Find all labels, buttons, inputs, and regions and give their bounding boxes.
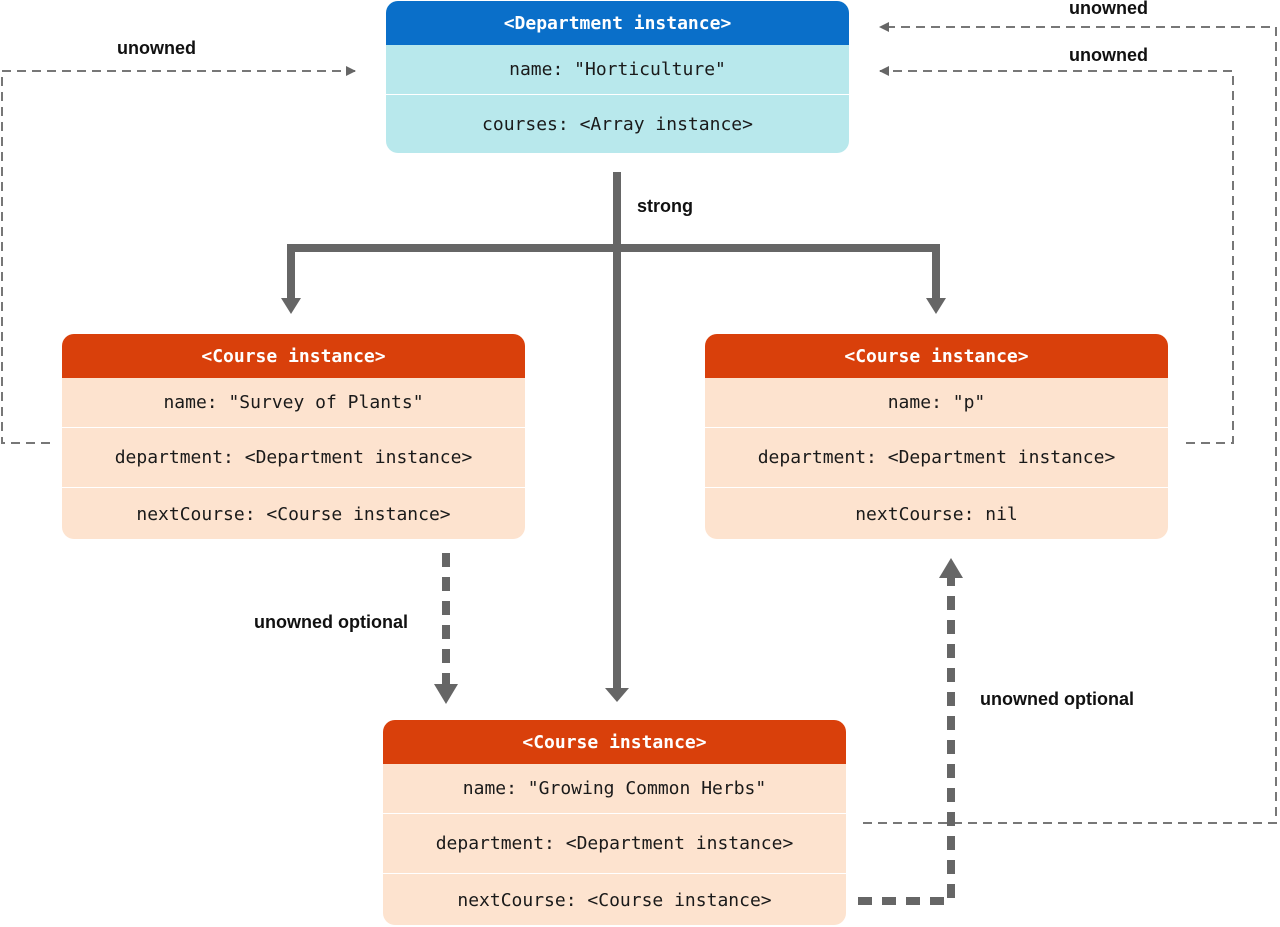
course-instance-box-herbs: <Course instance> name: "Growing Common … [383, 720, 846, 925]
unowned-arrows [1, 22, 1277, 824]
unowned-optional-label-left: unowned optional [254, 612, 408, 632]
course-header: <Course instance> [705, 334, 1168, 378]
department-name-field: name: "Horticulture" [509, 59, 726, 80]
strong-label: strong [637, 196, 693, 216]
department-courses-field: courses: <Array instance> [386, 94, 849, 153]
course-name-field: name: "Survey of Plants" [163, 392, 424, 413]
course-department-field: department: <Department instance> [705, 427, 1168, 487]
course-next-course-field: nextCourse: nil [705, 487, 1168, 539]
course-instance-box-survey: <Course instance> name: "Survey of Plant… [62, 334, 525, 539]
unowned-optional-arrows [442, 553, 955, 905]
course-header: <Course instance> [62, 334, 525, 378]
course-header: <Course instance> [383, 720, 846, 764]
strong-arrowheads [281, 298, 946, 702]
unowned-label-right-top: unowned [1069, 0, 1148, 18]
course-name-field: name: "Growing Common Herbs" [462, 778, 767, 799]
course-department-field: department: <Department instance> [62, 427, 525, 487]
unowned-label-left: unowned [117, 38, 196, 58]
course-department-field: department: <Department instance> [383, 813, 846, 873]
course-next-course-field: nextCourse: <Course instance> [383, 873, 846, 925]
course-next-course-field: nextCourse: <Course instance> [62, 487, 525, 539]
course-name-field: name: "p" [887, 392, 986, 413]
department-instance-box: <Department instance> name: "Horticultur… [386, 1, 849, 153]
unowned-label-right-mid: unowned [1069, 45, 1148, 65]
department-header: <Department instance> [386, 1, 849, 45]
unowned-optional-label-right: unowned optional [980, 689, 1134, 709]
course-instance-box-p: <Course instance> name: "p" department: … [705, 334, 1168, 539]
strong-arrows [287, 172, 940, 690]
unowned-optional-arrowheads [434, 558, 963, 704]
